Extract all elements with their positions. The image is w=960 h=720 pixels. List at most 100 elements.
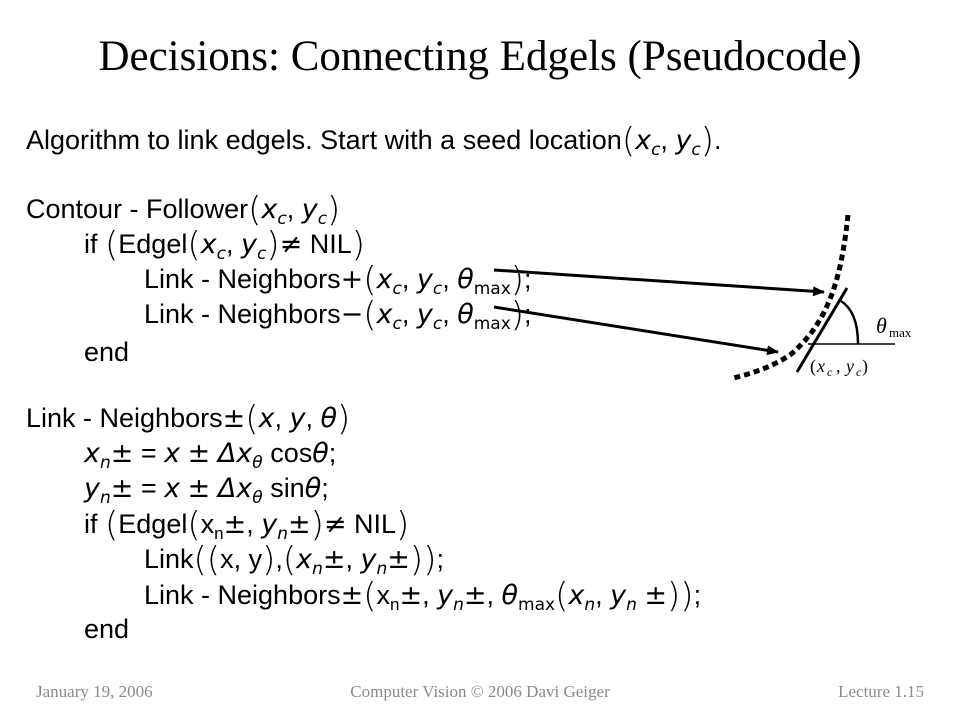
var-x: x [296,544,313,575]
paren: ( [187,225,201,265]
paren: ( [187,505,201,545]
plusminus-sign: ± [399,580,423,611]
sub-n: n [376,559,388,579]
plusminus-sign: ± [322,544,346,575]
paren: ) [423,540,437,580]
paren: ( [245,399,259,439]
not-equal: ≠ [323,509,347,540]
plusminus-sign: ± [110,438,134,469]
paren: ) [510,295,525,335]
sub-max: max [473,314,511,334]
point-open-paren: ( [810,356,816,377]
plusminus-sign: ± [340,580,364,611]
point-y-sub: c [856,365,862,379]
delta-x: Δx [217,473,253,504]
sub-max: max [473,279,511,299]
sub-n: n [214,524,224,543]
var-y: y [248,544,263,574]
sub-c: c [216,244,226,264]
var-x: x [376,580,390,610]
paren: ) [396,505,410,545]
sub-n: n [453,595,464,615]
paren: ) [667,576,681,616]
link-neighbors-label: Link - Neighbors [144,264,341,294]
end-keyword: end [84,614,130,644]
if-keyword: if [84,509,98,539]
edgel-fn: Edgel [118,229,188,259]
edgel-fn: Edgel [118,509,188,539]
theta: θ [501,580,519,611]
sub-n: n [626,595,637,615]
theta: θ [457,264,474,295]
plusminus-sign: ± [110,473,134,504]
var-x: x [376,299,393,330]
link-call-line: Link((x, y),(xn±, yn±)); [144,540,444,580]
if-keyword: if [84,229,98,259]
paren: ( [555,576,569,616]
paren: ) [337,399,351,439]
var-x: x [164,438,181,469]
nil-keyword: NIL [354,509,397,539]
var-x: x [258,403,275,434]
var-y: y [240,229,257,260]
paren: ( [363,295,377,335]
var-y: y [675,125,692,156]
sub-c: c [392,314,402,334]
sub-theta: θ [252,488,263,508]
sub-c: c [277,209,287,229]
if-edgel-line-2: if (Edgel(xn±, yn±)≠ NIL) [84,505,410,545]
contour-follower-line: Contour - Follower(xc, yc) [26,190,341,230]
intro-line: Algorithm to link edgels. Start with a s… [26,121,722,161]
var-x: x [200,509,215,539]
var-x: x [220,544,234,574]
sub-c: c [317,209,328,229]
var-y: y [610,580,627,611]
var-y: y [261,509,278,540]
plusminus-sign: ± [187,473,211,504]
theta: θ [457,299,474,330]
plusminus-sign: ± [223,509,247,540]
paren: ) [327,190,341,230]
footer-lecture: Lecture 1.15 [838,682,924,701]
sub-n: n [312,559,323,579]
var-y: y [84,473,100,504]
delta-x: Δx [217,438,253,469]
paren: ( [105,505,119,545]
var-y: y [289,403,306,434]
sub-n: n [277,524,288,544]
cos-fn: cos [270,438,313,468]
paren: ) [680,576,694,616]
minus-sign: − [340,299,364,330]
paren: ) [262,540,276,580]
point-comma: , [836,356,841,376]
plus-sign: + [340,264,364,295]
var-y: y [301,194,318,225]
point-close-paren: ) [862,356,868,377]
arrow-plus [493,268,825,297]
sub-c: c [651,140,661,160]
plusminus-sign: ± [222,403,246,434]
footer-date: January 19, 2006 [36,682,153,701]
sub-max: max [518,595,556,615]
paren: ) [700,121,715,161]
sub-c: c [392,279,402,299]
footer-course: Computer Vision © 2006 Davi Geiger [350,682,610,701]
sub-n: n [389,595,400,614]
paren: ) [409,540,424,580]
paren: ( [105,225,119,265]
paren: ( [248,190,262,230]
xn-update-line: xn± = x ± Δxθ cosθ; [84,438,337,473]
plusminus-sign: ± [644,580,668,611]
paren: ( [206,540,221,580]
var-y: y [437,580,454,611]
paren: ) [310,505,324,545]
link-neighbors-def-line: Link - Neighbors±(x, y, θ) [26,399,351,439]
slide-title: Decisions: Connecting Edgels (Pseudocode… [98,33,862,80]
paren: ( [193,540,207,580]
sub-c: c [691,140,701,160]
paren: ( [363,576,377,616]
var-y: y [416,264,433,295]
sub-n: n [584,595,596,615]
theta-sub-label: max [889,325,912,340]
sin-fn: sin [270,473,305,503]
